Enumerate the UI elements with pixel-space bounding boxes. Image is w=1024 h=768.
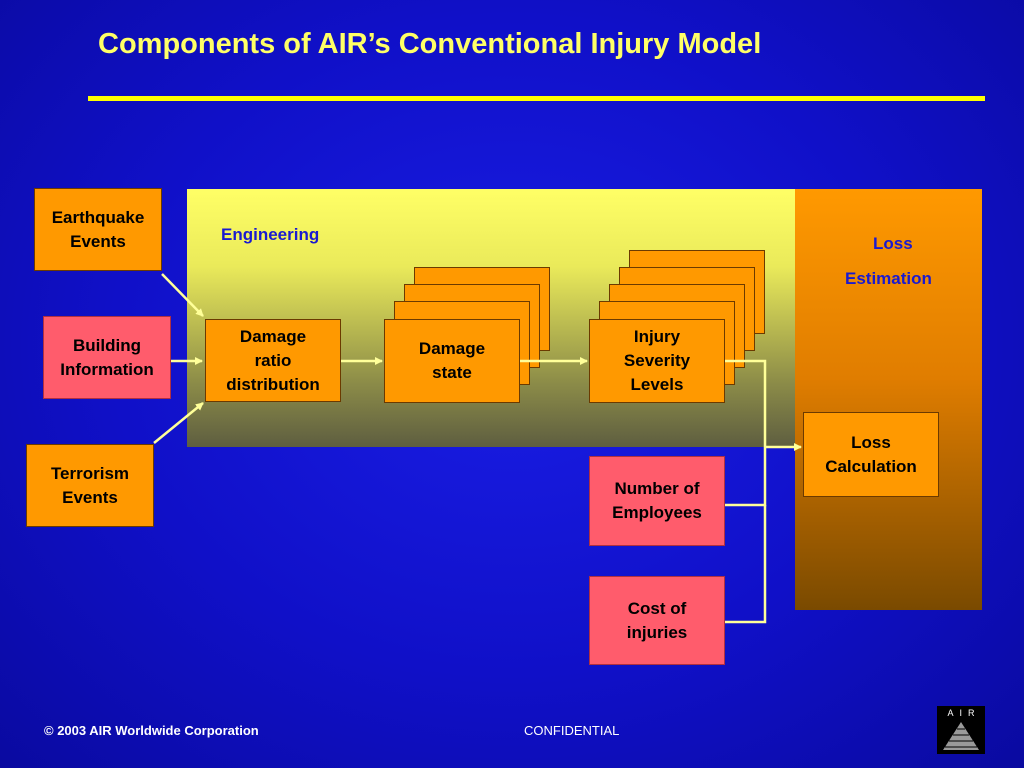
logo-pyramid-icon: [943, 722, 979, 750]
title-underline: [88, 96, 985, 101]
cost-of-injuries-box: Cost of injuries: [589, 576, 725, 665]
building-line2: Information: [60, 359, 154, 379]
loss-estimation-panel: [795, 189, 982, 610]
arrow-earthquake-to-damage-ratio: [161, 273, 204, 317]
engineering-label: Engineering: [221, 225, 320, 244]
building-line1: Building: [73, 335, 141, 355]
loss-calc-line1: Loss: [851, 432, 891, 452]
arrow-terrorism-to-damage-ratio: [153, 402, 204, 444]
injury-severity-line3: Levels: [630, 375, 684, 394]
number-of-employees-box: Number of Employees: [589, 456, 725, 546]
connector-cost-to-loss: [725, 505, 767, 624]
connector-injury-severity-to-loss: [725, 359, 767, 447]
earthquake-line1: Earthquake: [51, 207, 145, 227]
cost-line1: Cost of: [627, 598, 687, 618]
loss-label-line1: Loss: [873, 234, 913, 253]
connector-employees-to-loss: [725, 447, 767, 507]
footer-copyright: © 2003 AIR Worldwide Corporation: [44, 723, 259, 738]
terrorism-line2: Events: [62, 487, 118, 507]
damage-ratio-line2: ratio: [254, 350, 292, 370]
employees-line1: Number of: [614, 479, 700, 498]
terrorism-line1: Terrorism: [50, 463, 130, 483]
damage-ratio-line1: Damage: [239, 326, 307, 346]
damage-state-box: Damage state: [384, 319, 520, 403]
loss-calc-line2: Calculation: [825, 456, 917, 476]
earthquake-line2: Events: [70, 231, 126, 251]
air-logo: AIR: [937, 706, 985, 754]
damage-state-line2: state: [432, 363, 472, 382]
footer-confidential: CONFIDENTIAL: [524, 723, 620, 738]
injury-severity-line1: Injury: [633, 327, 681, 346]
damage-state-line1: Damage: [418, 339, 486, 358]
damage-ratio-line3: distribution: [226, 374, 320, 394]
logo-text: AIR: [947, 708, 981, 718]
injury-severity-line2: Severity: [623, 351, 691, 370]
damage-ratio-distribution-box: Damage ratio distribution: [205, 319, 341, 402]
slide-title: Components of AIR’s Conventional Injury …: [98, 28, 762, 60]
employees-line2: Employees: [612, 503, 702, 522]
loss-label-line2: Estimation: [845, 269, 932, 288]
cost-line2: injuries: [626, 622, 688, 642]
